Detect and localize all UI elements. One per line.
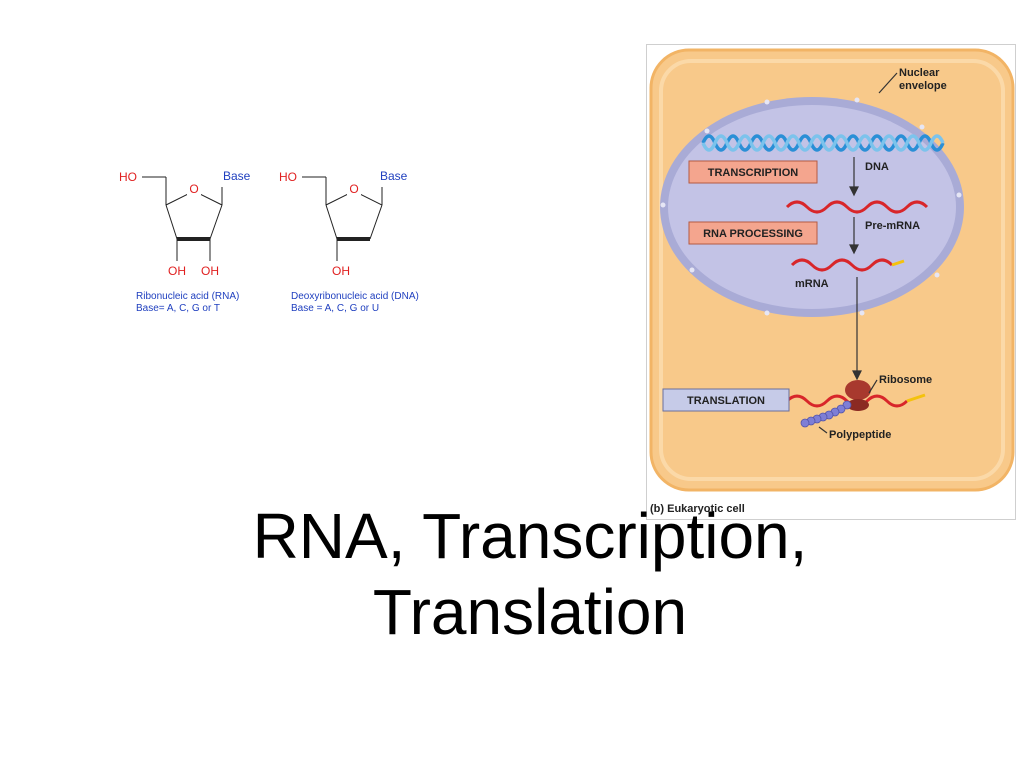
mrna-tail: [891, 259, 905, 267]
deoxyribose-ho-label: HO: [279, 170, 297, 184]
mrna-strand: [790, 258, 894, 272]
sugar-structures-svg: O HO Base OH OH Ribonucleic acid (RNA) B…: [119, 169, 419, 314]
translation-box: [662, 388, 790, 412]
ribosome-large-subunit: [845, 380, 871, 400]
eukaryotic-cell-caption: (b) Eukaryotic cell: [650, 503, 745, 515]
ribose-ho-label: HO: [119, 170, 137, 184]
cell-membrane-highlight: [659, 59, 1005, 481]
transcription-box: [688, 160, 818, 184]
deoxyribose-base-label: Base: [380, 169, 408, 183]
rna-caption-line2: Base= A, C, G or T: [136, 303, 220, 314]
dna-helix: [701, 134, 945, 152]
cytoplasm-mrna-tail: [906, 393, 926, 403]
sugar-structures-figure: O HO Base OH OH Ribonucleic acid (RNA) B…: [110, 155, 455, 320]
deoxyribose-structure: O HO Base OH Deoxyribonucleic acid (DNA)…: [279, 169, 419, 314]
nuclear-envelope-label-line2: envelope: [899, 80, 947, 92]
dna-label: DNA: [865, 161, 889, 173]
ribose-oh-right: OH: [201, 264, 219, 278]
dna-caption-line2: Base = A, C, G or U: [291, 303, 379, 314]
rna-processing-label: RNA PROCESSING: [703, 228, 803, 240]
pre-mrna-label: Pre-mRNA: [865, 220, 920, 232]
nuclear-pores: [660, 97, 962, 316]
polypeptide-chain: [800, 400, 852, 428]
rna-caption-line1: Ribonucleic acid (RNA): [136, 291, 239, 302]
ribose-oh-left: OH: [168, 264, 186, 278]
ribosome-small-subunit: [847, 399, 869, 411]
slide-title-line1: RNA, Transcription,: [252, 500, 808, 572]
pre-mrna-strand: [785, 200, 929, 214]
rna-processing-box: [688, 221, 818, 245]
nuclear-envelope-label-line1: Nuclear: [899, 67, 940, 79]
mrna-label: mRNA: [795, 278, 829, 290]
eukaryotic-cell-figure: TRANSCRIPTION RNA PROCESSING TRANSLATION…: [646, 44, 1016, 520]
slide-title: RNA, Transcription, Translation: [150, 498, 910, 650]
nucleus: [668, 105, 956, 309]
flow-arrows: [849, 157, 862, 381]
slide-title-line2: Translation: [372, 576, 688, 648]
dna-caption-line1: Deoxyribonucleic acid (DNA): [291, 291, 419, 302]
transcription-label: TRANSCRIPTION: [708, 167, 799, 179]
deoxyribose-ring-oxygen: O: [349, 182, 358, 196]
ribose-structure: O HO Base OH OH Ribonucleic acid (RNA) B…: [119, 169, 251, 314]
ribose-ring-oxygen: O: [189, 182, 198, 196]
ribose-base-label: Base: [223, 169, 251, 183]
ribosome-label: Ribosome: [879, 374, 932, 386]
translation-label: TRANSLATION: [687, 395, 765, 407]
deoxyribose-oh-label: OH: [332, 264, 350, 278]
polypeptide-label: Polypeptide: [829, 429, 891, 441]
eukaryotic-cell-svg: TRANSCRIPTION RNA PROCESSING TRANSLATION…: [649, 48, 1015, 515]
leader-lines: [818, 72, 898, 434]
